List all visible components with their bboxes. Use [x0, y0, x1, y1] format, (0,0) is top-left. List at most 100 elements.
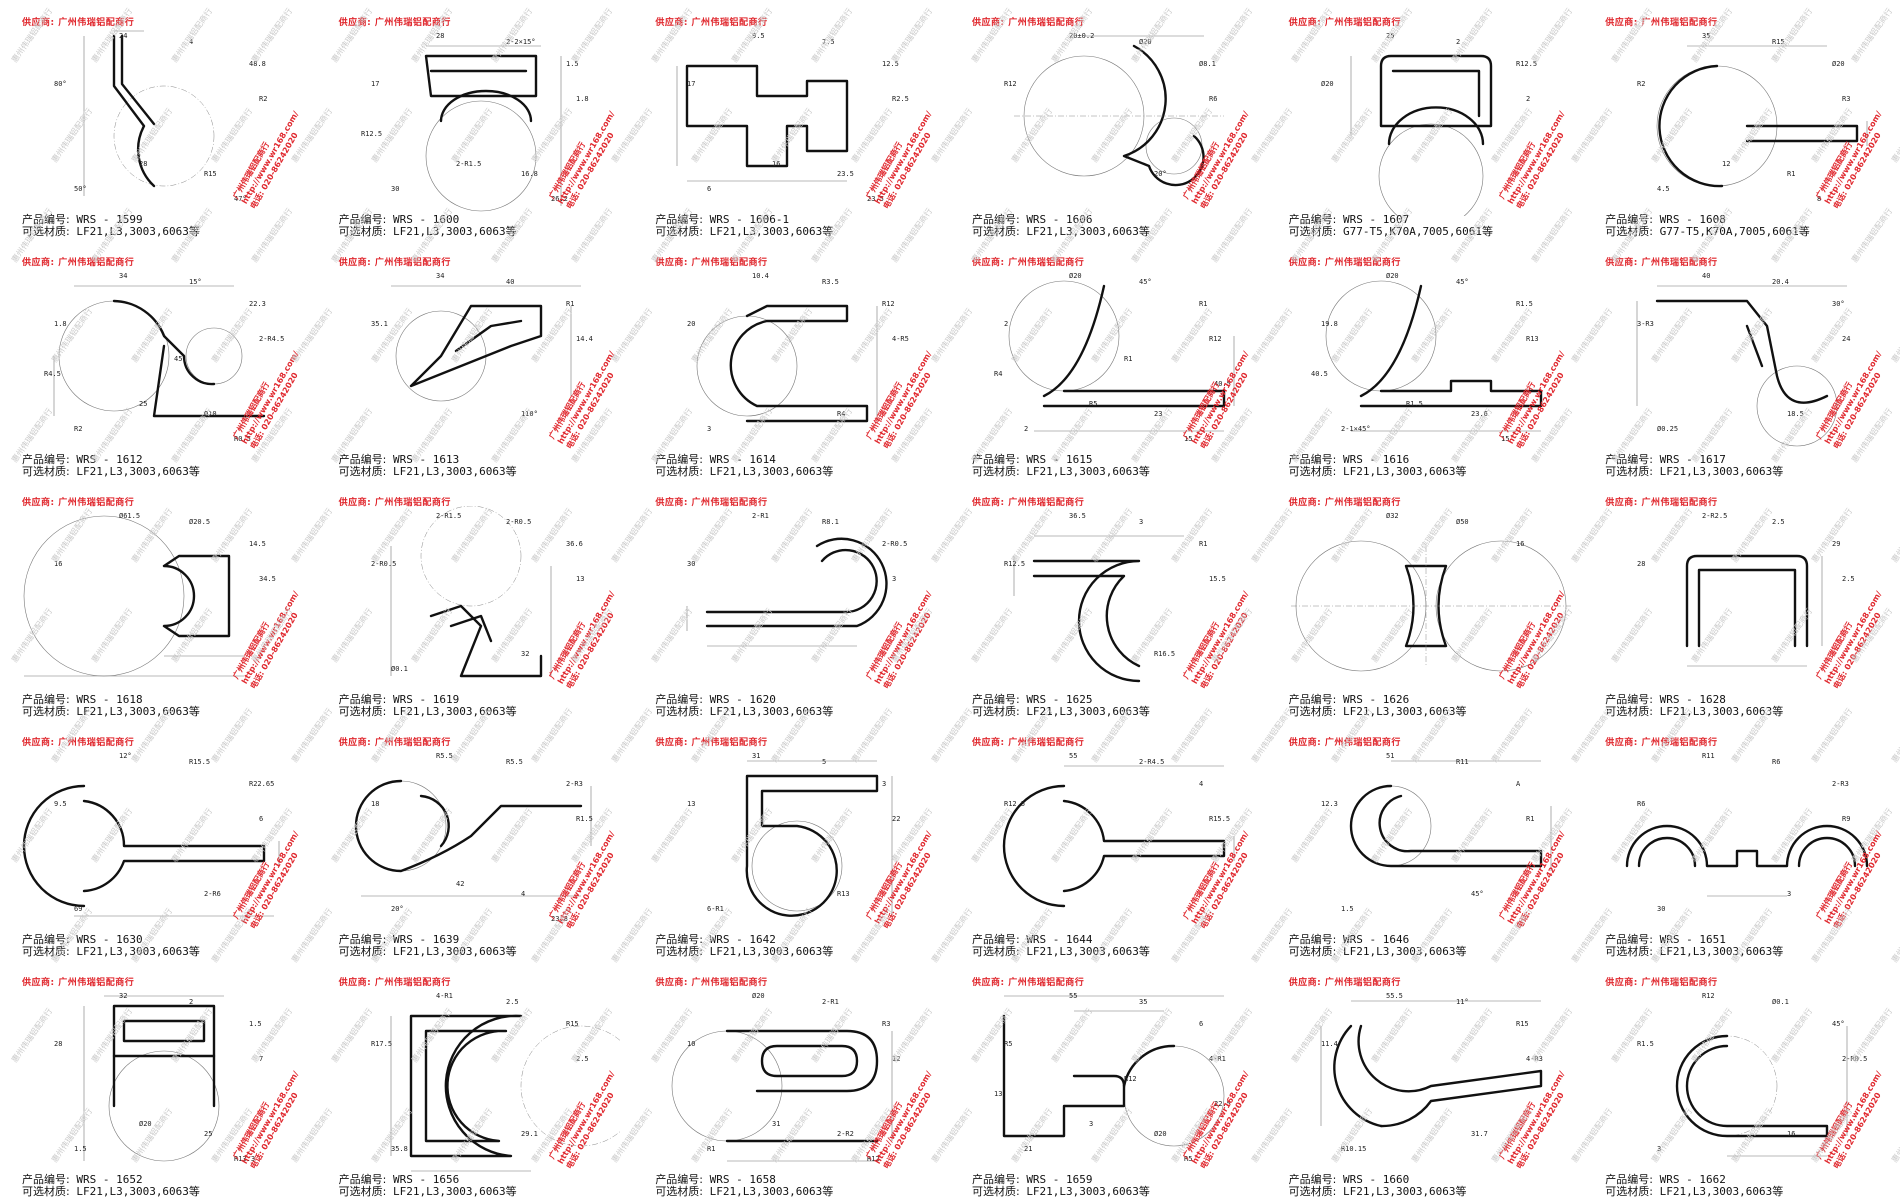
product-caption: 产品编号: WRS - 1625 可选材质: LF21,L3,3003,6063… [972, 694, 1150, 718]
dimension-label: Ø20 [1154, 1130, 1167, 1138]
profile-outline [1072, 1074, 1126, 1088]
product-code: WRS - 1630 [76, 933, 143, 946]
dimension-label: R1 [1199, 540, 1207, 548]
product-caption: 产品编号: WRS - 1614 可选材质: LF21,L3,3003,6063… [655, 454, 833, 478]
product-code: WRS - 1612 [76, 453, 143, 466]
dimension-label: R5 [1089, 400, 1097, 408]
product-prefix: 产品编号: [1288, 213, 1337, 226]
product-code: WRS - 1606-1 [709, 213, 790, 226]
dimension-label: 55.5 [1386, 992, 1403, 1000]
product-caption: 产品编号: WRS - 1600 可选材质: LF21,L3,3003,6063… [339, 214, 517, 238]
profile-outline [1698, 568, 1797, 648]
supplier-label: 供应商: 广州伟瑞铝配商行 [655, 498, 768, 508]
product-prefix: 产品编号: [655, 453, 704, 466]
product-code: WRS - 1660 [1342, 1173, 1410, 1186]
dimension-label: 17 [687, 80, 695, 88]
product-code: WRS - 1628 [1659, 693, 1726, 706]
profile-outline [1658, 64, 1724, 188]
product-prefix: 产品编号: [22, 1173, 70, 1186]
dimension-label: 34 [119, 272, 127, 280]
dimension-label: 18 [371, 800, 379, 808]
dimension-label: 15.5 [1209, 575, 1226, 583]
dimension-label: 45° [1832, 1020, 1845, 1028]
construction-circle [1756, 365, 1838, 447]
dimension-label: 36.6 [566, 540, 583, 548]
dimension-label: 6 [259, 815, 263, 823]
dimension-label: R12 [1004, 80, 1017, 88]
dimension-label: 2.5 [1842, 575, 1855, 583]
dimension-label: R2.5 [892, 95, 909, 103]
dimension-label: R10.15 [1341, 1145, 1366, 1153]
profile-outline [449, 614, 492, 643]
dimension-label: 2-R0.5 [371, 560, 396, 568]
dimension-label: 32 [119, 992, 127, 1000]
product-material: LF21,L3,3003,6063等 [1026, 225, 1150, 238]
product-code-line: 产品编号: WRS - 1639 [339, 934, 517, 946]
product-code-line: 产品编号: WRS - 1614 [655, 454, 833, 466]
dimension-label: R6 [1772, 758, 1780, 766]
product-code-line: 产品编号: WRS - 1630 [22, 934, 200, 946]
dimension-label: R12.5 [1004, 560, 1025, 568]
product-prefix: 产品编号: [1288, 1173, 1337, 1186]
material-prefix: 可选材质: [22, 465, 70, 478]
material-prefix: 可选材质: [1288, 705, 1337, 718]
dimension-label: 2-R1.5 [456, 160, 481, 168]
product-material: LF21,L3,3003,6063等 [393, 1185, 517, 1198]
dimension-label: 14.5 [249, 540, 266, 548]
dimension-label: R6 [1209, 95, 1217, 103]
dimension-label: 14.4 [576, 335, 593, 343]
profile-outline [1349, 784, 1542, 868]
dimension-label: 34 [436, 272, 444, 280]
dimension-label: R4 [837, 410, 845, 418]
supplier-label: 供应商: 广州伟瑞铝配商行 [22, 18, 135, 28]
product-code-line: 产品编号: WRS - 1619 [339, 694, 517, 706]
dimension-label: R5.5 [506, 758, 523, 766]
product-material-line: 可选材质: LF21,L3,3003,6063等 [972, 946, 1150, 958]
product-material-line: 可选材质: LF21,L3,3003,6063等 [1605, 466, 1783, 478]
dimension-label: R17.5 [371, 1040, 392, 1048]
material-prefix: 可选材质: [338, 1185, 387, 1198]
dimension-label: 16 [1787, 1130, 1795, 1138]
profile-outline [152, 344, 266, 418]
dimension-label: R1 [1199, 300, 1207, 308]
dimension-label: R22.65 [249, 780, 274, 788]
dimension-label: 2-R1 [822, 998, 839, 1006]
product-caption: 产品编号: WRS - 1615 可选材质: LF21,L3,3003,6063… [972, 454, 1150, 478]
construction-circle [23, 515, 185, 677]
product-caption: 产品编号: WRS - 1642 可选材质: LF21,L3,3003,6063… [655, 934, 833, 958]
product-code-line: 产品编号: WRS - 1606 [972, 214, 1150, 226]
product-material: LF21,L3,3003,6063等 [393, 225, 517, 238]
product-material: LF21,L3,3003,6063等 [709, 225, 834, 238]
product-material: LF21,L3,3003,6063等 [76, 1185, 200, 1198]
product-material-line: 可选材质: LF21,L3,3003,6063等 [1289, 466, 1467, 478]
product-code: WRS - 1639 [393, 933, 460, 946]
profile-outline [122, 1019, 206, 1043]
product-prefix: 产品编号: [22, 693, 70, 706]
dimension-label: 110° [521, 410, 538, 418]
profile-outline [1626, 824, 1869, 868]
dimension-label: 24 [119, 32, 127, 40]
profile-outline [112, 34, 156, 188]
dimension-label: 16.8 [521, 170, 538, 178]
dimension-label: R13 [837, 890, 850, 898]
product-caption: 产品编号: WRS - 1616 可选材质: LF21,L3,3003,6063… [1289, 454, 1467, 478]
product-caption: 产品编号: WRS - 1628 可选材质: LF21,L3,3003,6063… [1605, 694, 1783, 718]
profile-outline [1002, 784, 1066, 908]
dimension-label: 9.5 [54, 800, 67, 808]
dimension-label: 28 [54, 1040, 62, 1048]
product-code: WRS - 1613 [393, 453, 460, 466]
product-prefix: 产品编号: [338, 1173, 387, 1186]
